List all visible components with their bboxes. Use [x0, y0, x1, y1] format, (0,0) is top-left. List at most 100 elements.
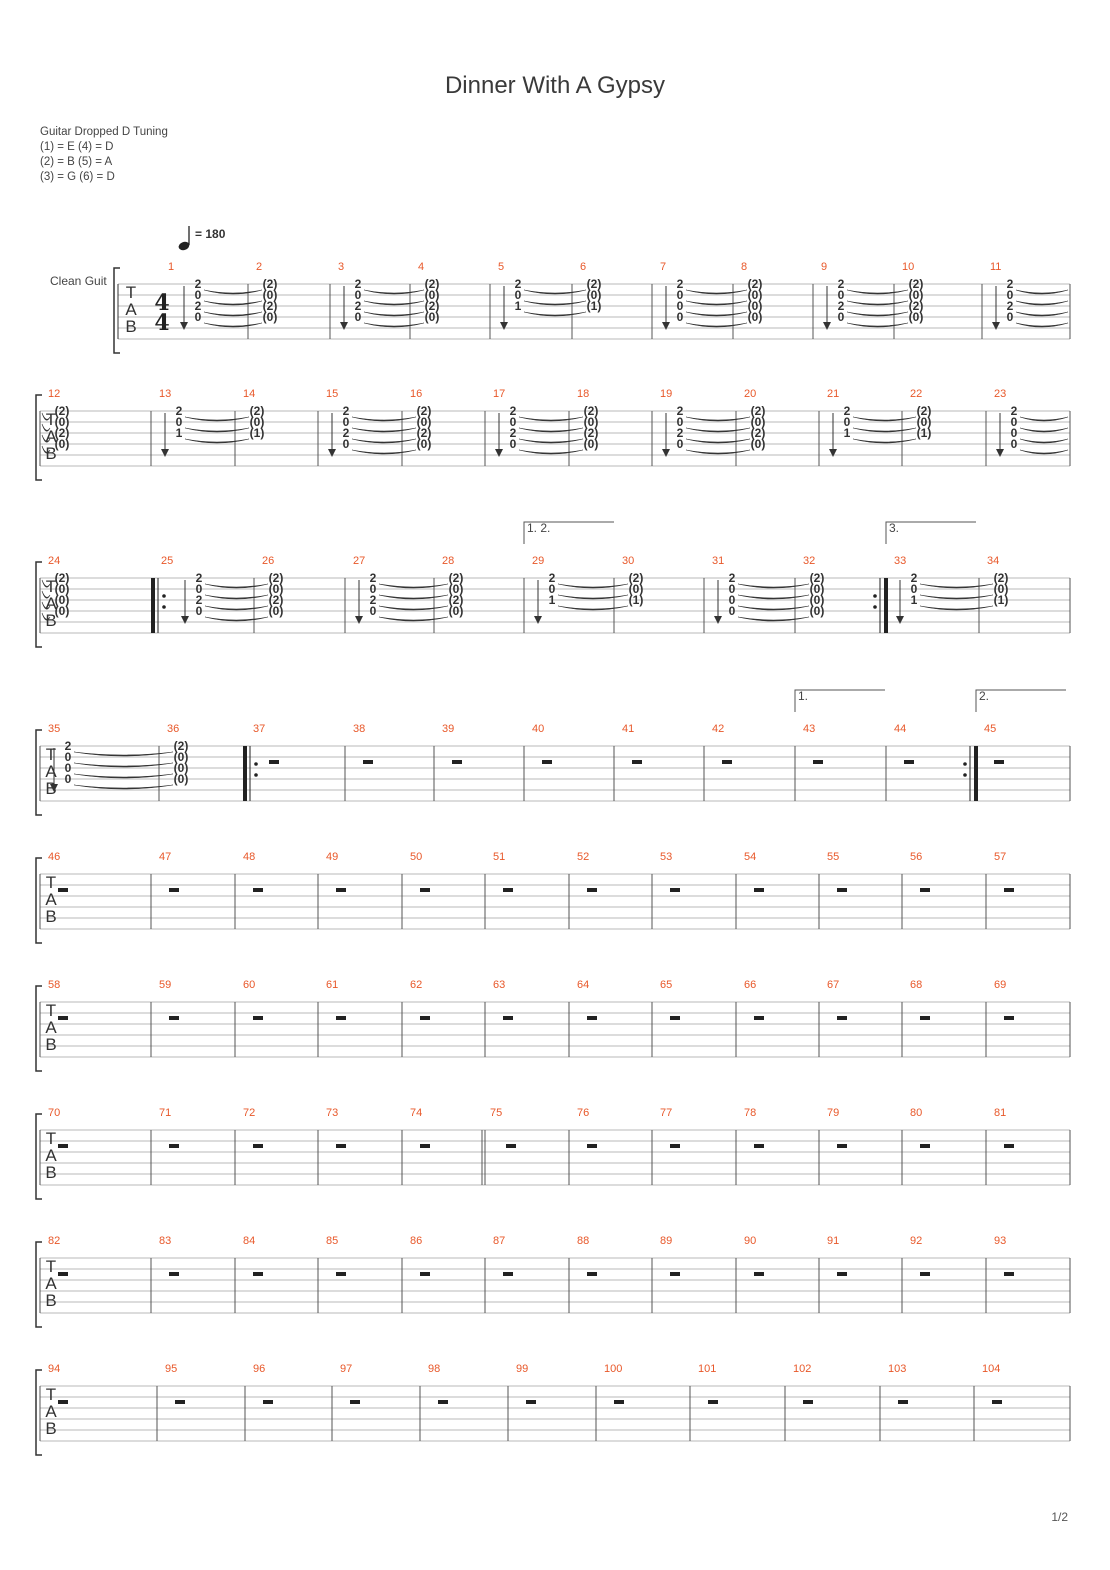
half-rest-icon — [994, 760, 1004, 764]
measure-number: 60 — [243, 979, 255, 991]
half-rest-icon — [587, 888, 597, 892]
half-rest-icon — [336, 1016, 346, 1020]
tab-clef-letter: T — [46, 1257, 56, 1276]
half-rest-icon — [632, 760, 642, 764]
tied-fret-number: (2) — [55, 571, 70, 585]
measure-number: 2 — [256, 261, 262, 273]
measure-number: 81 — [994, 1107, 1006, 1119]
tied-fret-number: (2) — [449, 593, 464, 607]
tied-fret-number: (0) — [174, 761, 189, 775]
tie-arc — [73, 784, 174, 790]
fret-number: 2 — [677, 426, 684, 440]
measure-number: 26 — [262, 555, 274, 567]
measure-number: 44 — [894, 723, 906, 735]
measure-number: 98 — [428, 1363, 440, 1375]
fret-number: 1 — [549, 593, 556, 607]
measure-number: 31 — [712, 555, 724, 567]
measure-number: 22 — [910, 388, 922, 400]
measure-number: 82 — [48, 1235, 60, 1247]
tie-arc — [685, 322, 748, 328]
tied-fret-number: (2) — [55, 404, 70, 418]
measure-number: 48 — [243, 851, 255, 863]
repeat-dot — [873, 594, 877, 598]
repeat-dot — [963, 762, 967, 766]
tab-clef-letter: A — [45, 1018, 57, 1037]
measure-number: 43 — [803, 723, 815, 735]
tie-arc — [518, 438, 584, 444]
tie-arc — [1019, 449, 1069, 455]
half-rest-icon — [587, 1144, 597, 1148]
system-bracket — [113, 267, 120, 354]
measure-number: 59 — [159, 979, 171, 991]
tie-arc — [351, 449, 417, 455]
tab-clef-letter: B — [45, 444, 56, 463]
volta-label: 1. 2. — [527, 521, 550, 535]
staff-system — [35, 1369, 1071, 1456]
tab-clef-letter: A — [45, 1402, 57, 1421]
tied-fret-number: (0) — [263, 310, 278, 324]
measure-number: 90 — [744, 1235, 756, 1247]
tied-fret-number: (1) — [994, 593, 1009, 607]
measure-number: 68 — [910, 979, 922, 991]
half-rest-icon — [336, 888, 346, 892]
down-strum-icon — [180, 322, 188, 330]
tied-fret-number: (2) — [748, 277, 763, 291]
half-rest-icon — [169, 1016, 179, 1020]
song-title: Dinner With A Gypsy — [444, 72, 666, 99]
measure-number: 12 — [48, 388, 60, 400]
half-rest-icon — [837, 1144, 847, 1148]
measure-number: 97 — [340, 1363, 352, 1375]
volta-bracket — [794, 689, 885, 712]
tied-fret-number: (0) — [810, 593, 825, 607]
fret-number: 2 — [838, 277, 845, 291]
measure-number: 53 — [660, 851, 672, 863]
measure-number: 4 — [418, 261, 424, 273]
tie-arc — [351, 427, 417, 433]
tied-fret-number: (0) — [417, 437, 432, 451]
half-rest-icon — [58, 1272, 68, 1276]
time-signature-top: 4 — [154, 290, 169, 316]
tie-arc — [351, 416, 417, 422]
half-rest-icon — [754, 888, 764, 892]
down-strum-icon — [534, 616, 542, 624]
tied-fret-number: (0) — [584, 437, 599, 451]
half-rest-icon — [1004, 1016, 1014, 1020]
down-strum-icon — [714, 616, 722, 624]
repeat-dot — [254, 762, 258, 766]
half-rest-icon — [169, 1144, 179, 1148]
tab-clef-letter: B — [125, 317, 136, 336]
system-bracket — [35, 729, 42, 816]
tab-clef-letter: B — [45, 1163, 56, 1182]
tie-arc — [523, 300, 587, 306]
half-rest-icon — [253, 888, 263, 892]
tied-fret-number: (2) — [417, 404, 432, 418]
tied-fret-number: (0) — [584, 415, 599, 429]
tuning-line: (2) = B (5) = A — [40, 156, 113, 168]
measure-number: 64 — [577, 979, 589, 991]
tied-fret-number: (2) — [584, 426, 599, 440]
volta-label: 3. — [889, 521, 899, 535]
half-rest-icon — [587, 1272, 597, 1276]
tie-arc — [523, 289, 587, 295]
measure-number: 37 — [253, 723, 265, 735]
tie-arc — [203, 311, 263, 317]
half-rest-icon — [506, 1144, 516, 1148]
tied-fret-number: (0) — [748, 299, 763, 313]
half-rest-icon — [350, 1400, 360, 1404]
measure-number: 85 — [326, 1235, 338, 1247]
half-rest-icon — [253, 1144, 263, 1148]
measure-number: 5 — [498, 261, 504, 273]
staff-system — [35, 1113, 1071, 1200]
half-rest-icon — [670, 1144, 680, 1148]
half-rest-icon — [420, 1272, 430, 1276]
half-rest-icon — [526, 1400, 536, 1404]
tie-arc — [1015, 311, 1069, 317]
tied-fret-number: (0) — [250, 415, 265, 429]
fret-number: 0 — [1011, 415, 1018, 429]
tab-clef-letter: T — [46, 1001, 56, 1020]
measure-number: 17 — [493, 388, 505, 400]
half-rest-icon — [58, 1016, 68, 1020]
half-rest-icon — [837, 1016, 847, 1020]
half-rest-icon — [363, 760, 373, 764]
tie-arc — [852, 427, 917, 433]
